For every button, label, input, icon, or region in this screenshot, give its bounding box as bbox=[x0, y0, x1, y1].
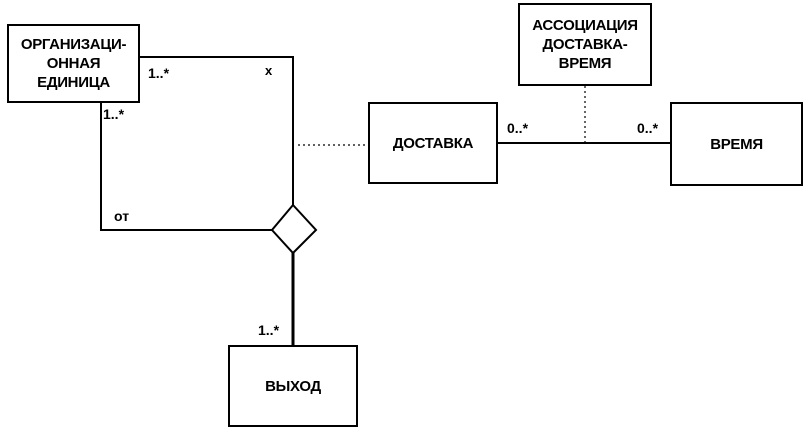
mult-org-side: 1..* bbox=[103, 106, 125, 122]
link-org-side-to-diamond bbox=[100, 103, 272, 231]
mult-org-top: 1..* bbox=[148, 65, 170, 81]
x-mark: x bbox=[265, 63, 273, 78]
mult-delivery: 0..* bbox=[507, 120, 529, 136]
class-association-delivery-time: АССОЦИАЦИЯ ДОСТАВКА- ВРЕМЯ bbox=[518, 3, 652, 86]
link-org-top-to-diamond bbox=[140, 56, 294, 205]
class-delivery: ДОСТАВКА bbox=[368, 102, 498, 184]
class-org-unit: ОРГАНИЗАЦИ- ОННАЯ ЕДИНИЦА bbox=[7, 24, 140, 103]
mult-output: 1..* bbox=[258, 322, 280, 338]
mult-time: 0..* bbox=[637, 120, 659, 136]
ternary-association-diamond bbox=[270, 203, 318, 255]
class-output: ВЫХОД bbox=[228, 345, 358, 427]
role-from: от bbox=[114, 208, 130, 224]
class-time: ВРЕМЯ bbox=[670, 102, 803, 186]
